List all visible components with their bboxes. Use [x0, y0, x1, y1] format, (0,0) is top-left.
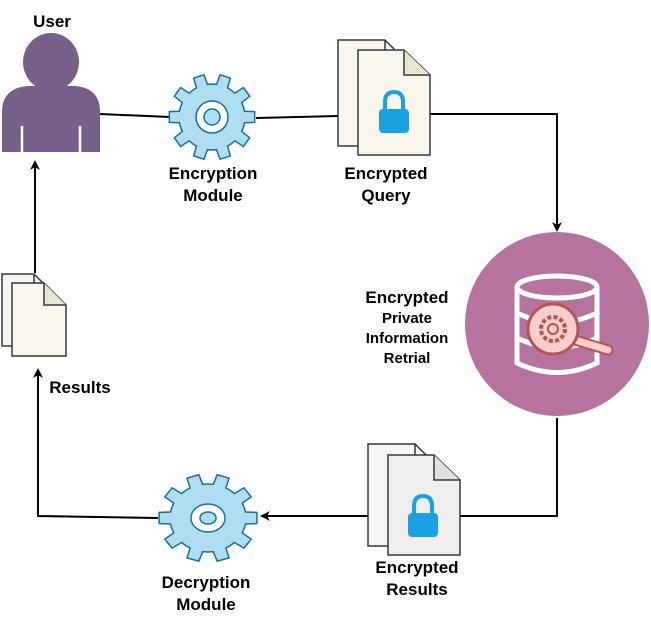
document-stack-icon	[1, 273, 67, 357]
results-label: Results	[49, 378, 111, 397]
encrypted-query-label-line2: Query	[361, 186, 411, 205]
pir-label-title: Encrypted	[365, 288, 449, 307]
encryption-module-label-line2: Module	[183, 186, 243, 205]
encrypted-results-label-line1: Encrypted	[375, 558, 459, 577]
encrypted-query-label: Encrypted Query	[326, 163, 446, 207]
edge-query-to-pir	[430, 113, 562, 232]
decryption-module-label: Decryption Module	[146, 572, 266, 616]
lock-icon	[379, 89, 409, 133]
user-label: User	[33, 12, 71, 31]
edge-user-to-encryption	[99, 113, 171, 118]
gear-icon	[158, 473, 258, 563]
encrypted-query-label-line1: Encrypted	[344, 164, 428, 183]
encryption-module-label: Encryption Module	[152, 163, 274, 207]
pir-label-line2: Information	[365, 330, 449, 347]
edge-pir-to-results	[458, 418, 558, 517]
connectors	[30, 113, 562, 521]
encrypted-results-label: Encrypted Results	[357, 557, 477, 601]
gear-icon	[168, 73, 256, 161]
pir-label: Encrypted Private Information Retrial	[350, 287, 464, 369]
lock-icon	[408, 493, 438, 537]
pir-label-line3: Retrial	[383, 350, 431, 367]
edge-encryption-to-query	[255, 115, 339, 119]
pir-label-line1: Private	[381, 310, 433, 327]
edge-decryption-to-results-doc	[33, 368, 159, 519]
decryption-module-label-line1: Decryption	[161, 573, 251, 592]
user-icon	[2, 33, 100, 152]
encrypted-results-label-line2: Results	[386, 580, 448, 599]
encryption-module-label-line1: Encryption	[168, 164, 258, 183]
magnifier-gear-icon	[526, 302, 614, 356]
document-stack-icon	[367, 443, 461, 556]
decryption-module-label-line2: Module	[176, 595, 236, 614]
